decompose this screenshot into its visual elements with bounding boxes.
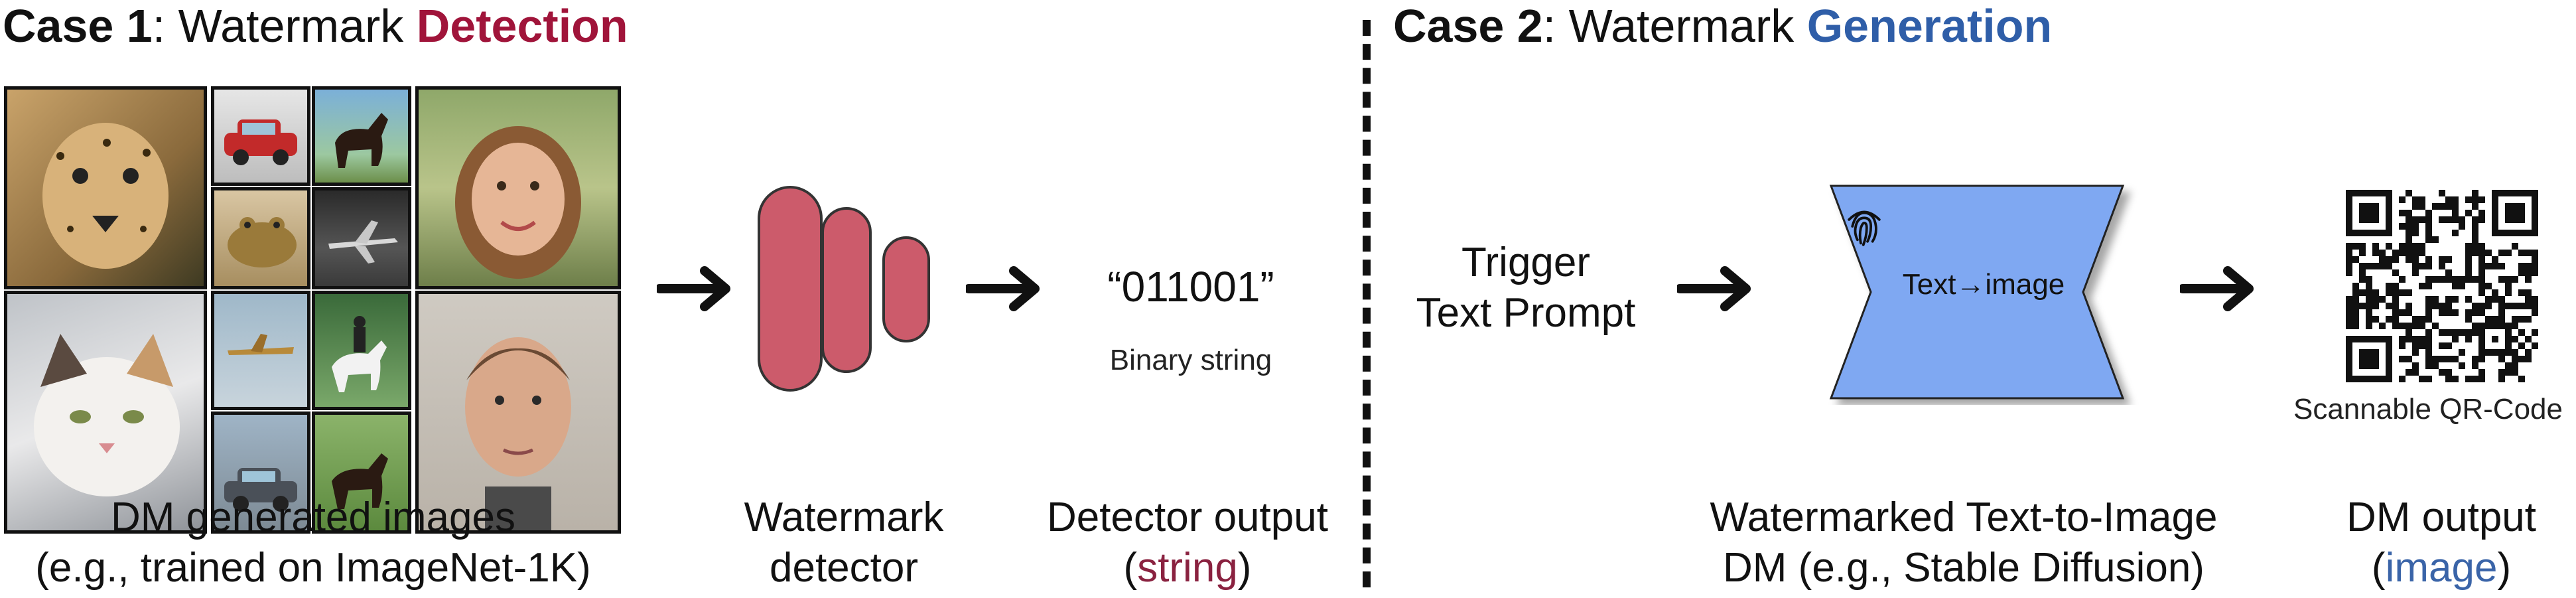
detector-bar-medium <box>821 207 872 373</box>
case1-highlight: Detection <box>416 0 628 52</box>
image-grey-car <box>211 411 310 534</box>
generated-images-grid <box>4 86 622 535</box>
image-frog <box>211 187 310 289</box>
binary-string-value: “011001” <box>1107 263 1274 311</box>
arrow-right-icon <box>657 266 730 311</box>
image-red-car <box>211 86 310 186</box>
model-caption-line2: DM (e.g., Stable Diffusion) <box>1723 544 2204 591</box>
model-caption: Watermarked Text-to-Image DM (e.g., Stab… <box>1639 492 2289 593</box>
detector-caption-line1: Watermark <box>744 494 944 540</box>
case1-prefix: Case 1 <box>3 0 153 52</box>
fingerprint-icon <box>1848 210 1881 246</box>
image-cat <box>4 291 207 534</box>
model-inner-label: Text→image <box>1902 268 2065 301</box>
text-to-image-model <box>1829 185 2125 400</box>
arrow-right-icon <box>966 266 1040 311</box>
dm-output-caption-line1: DM output <box>2346 494 2537 540</box>
detector-bar-large <box>758 186 823 392</box>
detector-caption-line2: detector <box>769 544 919 591</box>
case2-title: Case 2: Watermark Generation <box>1393 3 2052 49</box>
string-accent: string <box>1137 544 1238 591</box>
case-divider <box>1363 20 1371 587</box>
image-cheetah <box>4 86 207 289</box>
image-dark-horse <box>312 411 411 534</box>
model-caption-line1: Watermarked Text-to-Image <box>1710 494 2218 540</box>
detector-output-caption: Detector output (string) <box>1022 492 1353 593</box>
image-airplane <box>312 187 411 289</box>
case2-highlight: Generation <box>1806 0 2053 52</box>
paren-open: ( <box>2371 544 2386 591</box>
detector-output-caption-line1: Detector output <box>1047 494 1328 540</box>
trigger-prompt-line1: Trigger <box>1461 240 1591 285</box>
images-caption-line2: (e.g., trained on ImageNet-1K) <box>35 544 591 591</box>
images-caption: DM generated images (e.g., trained on Im… <box>0 492 626 593</box>
paren-open: ( <box>1123 544 1138 591</box>
trigger-prompt-line2: Text Prompt <box>1416 289 1636 336</box>
image-small-plane <box>211 291 310 410</box>
qr-code-label: Scannable QR-Code <box>2293 393 2563 425</box>
image-girl <box>415 86 621 289</box>
detector-output-caption-line2: (string) <box>1022 543 1353 593</box>
image-rider <box>312 291 411 410</box>
arrow-right-icon <box>1677 266 1751 311</box>
dm-output-caption: DM output (image) <box>2309 492 2574 593</box>
paren-close: ) <box>2497 544 2512 591</box>
paren-close: ) <box>1237 544 1252 591</box>
images-caption-line1: DM generated images <box>111 494 515 540</box>
case2-prefix: Case 2 <box>1393 0 1543 52</box>
image-man <box>415 291 621 534</box>
case1-middle: : Watermark <box>152 0 417 52</box>
case1-title: Case 1: Watermark Detection <box>3 3 628 49</box>
arrow-right-icon <box>2180 266 2254 311</box>
image-horse <box>312 86 411 186</box>
image-accent: image <box>2385 544 2498 591</box>
dm-output-caption-line2: (image) <box>2309 543 2574 593</box>
trigger-prompt: Trigger Text Prompt <box>1393 238 1659 338</box>
case2-middle: : Watermark <box>1542 0 1807 52</box>
detector-caption: Watermark detector <box>705 492 983 593</box>
detector-bar-small <box>882 236 930 342</box>
binary-string-label: Binary string <box>1109 344 1272 376</box>
qr-code-icon <box>2346 190 2538 382</box>
